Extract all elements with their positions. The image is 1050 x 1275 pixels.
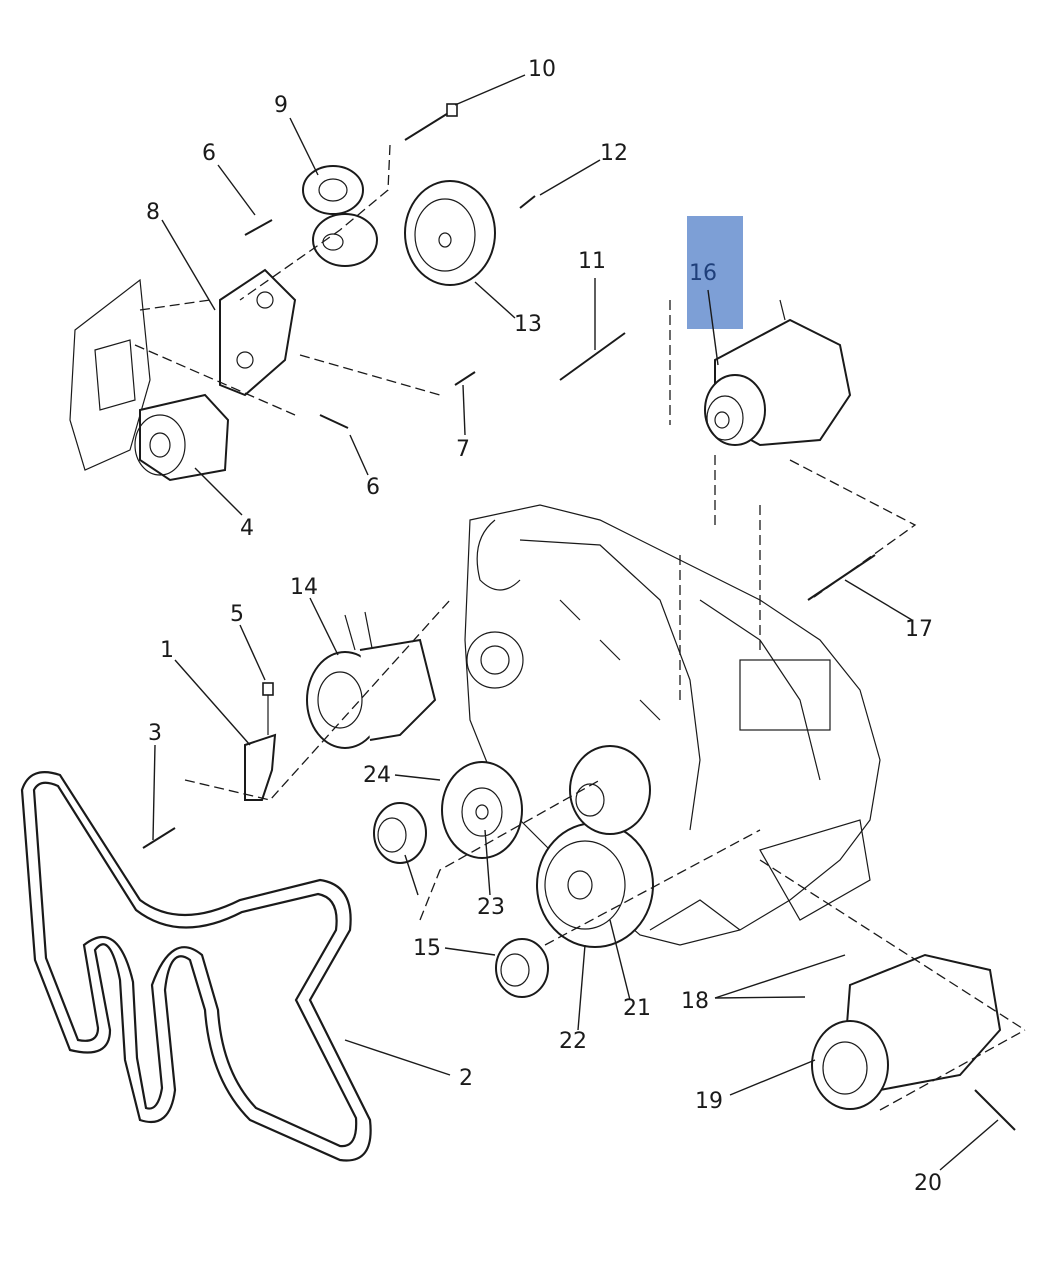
water-pump-14 bbox=[306, 611, 437, 749]
mounting-bracket bbox=[69, 268, 297, 471]
idler-pulley-15-lower bbox=[495, 938, 549, 998]
callout-24: 24 bbox=[363, 763, 391, 788]
ac-compressor bbox=[811, 953, 1002, 1110]
alignment-lines bbox=[134, 144, 1026, 1111]
callout-labels: 10 9 6 12 8 11 16 13 7 6 4 14 5 17 1 3 2… bbox=[146, 57, 942, 1196]
callout-6-lower: 6 bbox=[366, 475, 380, 500]
callout-7: 7 bbox=[456, 437, 470, 462]
engine-block bbox=[464, 504, 881, 946]
callout-3: 3 bbox=[148, 721, 162, 746]
power-steering-pump bbox=[134, 393, 230, 482]
alternator bbox=[704, 299, 852, 447]
highlight-box-16 bbox=[687, 216, 743, 329]
callout-21: 21 bbox=[623, 996, 651, 1021]
callout-10: 10 bbox=[528, 57, 556, 82]
serpentine-belt bbox=[20, 771, 372, 1162]
callout-13: 13 bbox=[514, 312, 542, 337]
bolts bbox=[142, 103, 1016, 1131]
idler-pulley-15-upper bbox=[373, 802, 427, 864]
callout-23: 23 bbox=[477, 895, 505, 920]
callout-16: 16 bbox=[689, 261, 717, 286]
crankshaft-pulley bbox=[536, 822, 654, 948]
callout-22: 22 bbox=[559, 1029, 587, 1054]
fan-hub bbox=[569, 745, 651, 835]
callout-15: 15 bbox=[413, 936, 441, 961]
callout-12: 12 bbox=[600, 141, 628, 166]
callout-2: 2 bbox=[459, 1066, 473, 1091]
belt-tensioner bbox=[302, 165, 378, 267]
callout-18: 18 bbox=[681, 989, 709, 1014]
leader-lines bbox=[152, 74, 999, 1171]
callout-8: 8 bbox=[146, 200, 160, 225]
callout-19: 19 bbox=[695, 1089, 723, 1114]
callout-9: 9 bbox=[274, 93, 288, 118]
callout-5: 5 bbox=[230, 602, 244, 627]
idler-bracket-1 bbox=[244, 682, 277, 801]
callout-17: 17 bbox=[905, 617, 933, 642]
callout-6-upper: 6 bbox=[202, 141, 216, 166]
callout-11: 11 bbox=[578, 249, 606, 274]
callout-20: 20 bbox=[914, 1171, 942, 1196]
callout-1: 1 bbox=[160, 638, 174, 663]
callout-14: 14 bbox=[290, 575, 318, 600]
callout-4: 4 bbox=[240, 516, 254, 541]
pulley-24 bbox=[441, 761, 523, 859]
idler-pulley-13 bbox=[404, 180, 496, 286]
